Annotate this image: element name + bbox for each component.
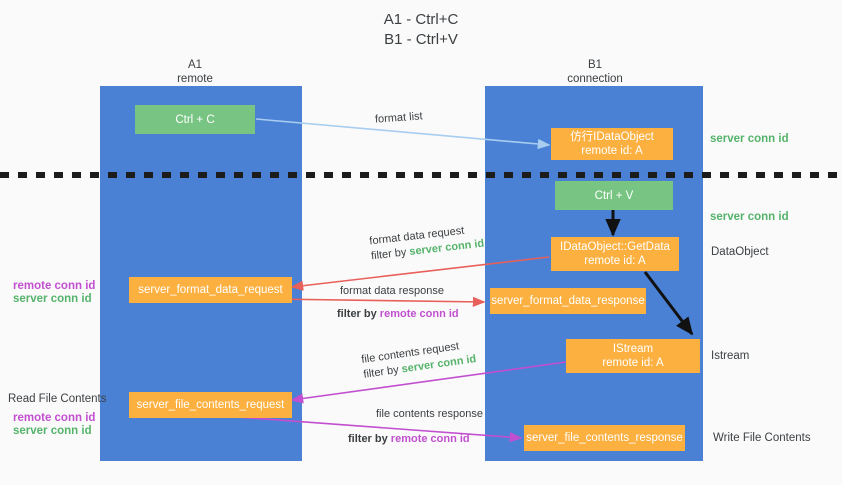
lane-header-a1: A1 remote xyxy=(100,58,290,86)
node-server-format-data-request[interactable]: server_format_data_request xyxy=(129,277,292,303)
edge-label-format-list: format list xyxy=(374,110,424,126)
annotation-server-conn-id-top: server conn id xyxy=(710,133,789,145)
annotation-read-file-contents: Read File Contents xyxy=(8,393,107,405)
lane-header-b1-line1: B1 xyxy=(587,59,603,71)
node-server-file-contents-response[interactable]: server_file_contents_response xyxy=(524,425,685,451)
annotation-server-conn-id-2: server conn id xyxy=(13,425,92,437)
edge-label-format-data-response-filter-prefix: filter by xyxy=(337,308,380,320)
edge-label-format-data-response-line2: filter by remote conn id xyxy=(337,307,459,322)
node-server-file-contents-request[interactable]: server_file_contents_request xyxy=(129,392,292,418)
edge-label-file-contents-response: file contents response filter by remote … xyxy=(348,407,484,447)
node-istream[interactable]: IStream remote id: A xyxy=(566,339,700,373)
edge-label-format-data-response-filter-key: remote conn id xyxy=(379,308,459,320)
node-server-format-data-response[interactable]: server_format_data_response xyxy=(490,288,646,314)
annotation-server-conn-id-mid: server conn id xyxy=(710,211,789,223)
edge-label-format-data-response: format data response filter by remote co… xyxy=(337,284,459,322)
lane-header-b1: B1 connection xyxy=(485,58,705,86)
node-ctrl-v[interactable]: Ctrl + V xyxy=(555,181,673,210)
diagram-title: A1 - Ctrl+C B1 - Ctrl+V xyxy=(383,11,459,48)
annotation-server-conn-id-1: server conn id xyxy=(13,293,92,305)
node-mock-idataobject[interactable]: 仿行IDataObject remote id: A xyxy=(551,128,673,160)
edge-label-format-data-request-filter-prefix: filter by xyxy=(370,246,411,263)
edge-label-file-contents-request-filter-prefix: filter by xyxy=(362,363,403,381)
annotation-remote-conn-id-1: remote conn id xyxy=(13,280,96,292)
edge-label-file-contents-response-filter-key: remote conn id xyxy=(390,433,470,445)
edge-label-file-contents-response-line2: filter by remote conn id xyxy=(348,432,483,447)
node-idataobject-getdata[interactable]: IDataObject::GetData remote id: A xyxy=(551,237,679,271)
lane-header-a1-line1: A1 xyxy=(187,59,203,71)
annotation-dataobject: DataObject xyxy=(711,246,769,258)
lane-header-a1-line2: remote xyxy=(177,73,213,85)
annotation-istream: Istream xyxy=(711,350,750,362)
edge-label-file-contents-request: file contents request filter by server c… xyxy=(360,337,477,383)
edge-label-format-data-request: format data request filter by server con… xyxy=(369,222,485,265)
lane-header-b1-line2: connection xyxy=(567,73,623,85)
annotation-remote-conn-id-2: remote conn id xyxy=(13,412,96,424)
edge-label-file-contents-response-filter-prefix: filter by xyxy=(348,433,391,445)
edge-label-format-data-response-line1: format data response xyxy=(340,285,444,297)
node-ctrl-c[interactable]: Ctrl + C xyxy=(135,105,255,134)
annotation-write-file-contents: Write File Contents xyxy=(713,432,811,444)
edge-label-file-contents-response-line1: file contents response xyxy=(376,408,484,420)
